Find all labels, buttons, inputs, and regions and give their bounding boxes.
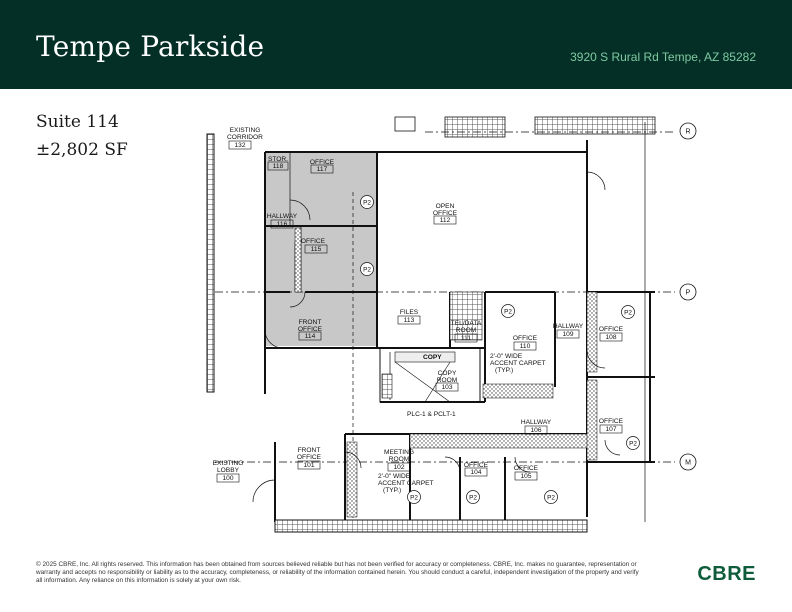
p2-marker: P2 — [469, 495, 477, 502]
room-number: 113 — [404, 317, 415, 324]
room-label: OFFICE — [310, 159, 335, 166]
property-address: 3920 S Rural Rd Tempe, AZ 85282 — [570, 50, 756, 64]
room-label: TEL/DATA — [451, 320, 482, 327]
room-label: LOBBY — [217, 467, 240, 474]
room-label: OFFICE — [433, 210, 458, 217]
room-label: OFFICE — [298, 326, 323, 333]
room-label: MEETING — [384, 449, 414, 456]
storefront-band — [274, 519, 588, 533]
p2-marker: P2 — [363, 267, 371, 274]
room-number: 112 — [440, 217, 451, 224]
room-number: 108 — [605, 334, 616, 341]
room-number: 132 — [234, 142, 245, 149]
p2-marker: P2 — [410, 495, 418, 502]
carpet-note: 2'-0" WIDE — [378, 473, 411, 480]
room-number: 101 — [303, 462, 314, 469]
room-number: 115 — [311, 246, 322, 253]
copy-label: COPY — [423, 354, 442, 361]
carpet-note: ACCENT CARPET — [378, 480, 434, 487]
grid-marker-r: R — [685, 129, 690, 136]
p2-marker: P2 — [363, 200, 371, 207]
room-number: 117 — [317, 166, 328, 173]
suite-size: ±2,802 SF — [36, 140, 128, 160]
room-label: FILES — [400, 309, 419, 316]
room-label: OFFICE — [464, 462, 489, 469]
carpet-note: 2'-0" WIDE — [490, 353, 523, 360]
room-label: ROOM — [437, 377, 458, 384]
room-number: 106 — [530, 427, 541, 434]
room-label: OPEN — [436, 203, 455, 210]
p2-marker: P2 — [547, 495, 555, 502]
header-bar: Tempe Parkside 3920 S Rural Rd Tempe, AZ… — [0, 0, 792, 89]
finish-note: PLC-1 & PCLT-1 — [407, 411, 456, 418]
carpet-note: (TYP.) — [383, 487, 401, 494]
grid-marker-p: P — [686, 290, 691, 297]
room-number: 109 — [562, 331, 573, 338]
room-number: 103 — [441, 384, 452, 391]
page-title: Tempe Parkside — [36, 30, 265, 63]
room-label: OFFICE — [514, 465, 539, 472]
room-label: ROOM — [456, 327, 477, 334]
room-number: 118 — [273, 163, 284, 170]
floor-plan: EXISTING CORRIDOR 132 STOR. 118 OFFICE 1… — [206, 116, 697, 533]
room-number: 107 — [605, 426, 616, 433]
p2-marker: P2 — [504, 309, 512, 316]
room-label: HALLWAY — [521, 419, 552, 426]
room-label: CORRIDOR — [227, 134, 263, 141]
room-number: 111 — [461, 335, 471, 342]
room-label: FRONT — [298, 447, 321, 454]
room-label: HALLWAY — [553, 323, 584, 330]
p2-marker: P2 — [624, 310, 632, 317]
exterior-wall-left — [206, 133, 215, 393]
room-label: OFFICE — [297, 454, 322, 461]
suite-name: Suite 114 — [36, 112, 119, 132]
room-label: OFFICE — [599, 418, 624, 425]
room-label: EXISTING — [230, 127, 261, 134]
carpet-note: ACCENT CARPET — [490, 360, 546, 367]
room-number: 102 — [393, 464, 404, 471]
room-label: COPY — [438, 370, 457, 377]
room-number: 100 — [222, 475, 233, 482]
suite-highlight-area — [265, 153, 377, 346]
room-label: OFFICE — [599, 326, 624, 333]
grid-marker-m: M — [685, 460, 691, 467]
room-number: 116 — [277, 221, 288, 228]
room-number: 104 — [470, 469, 481, 476]
carpet-note: (TYP.) — [495, 367, 513, 374]
cbre-logo: CBRE — [697, 563, 756, 585]
room-label: ROOM — [389, 456, 410, 463]
room-number: 105 — [520, 473, 531, 480]
p2-marker: P2 — [629, 441, 637, 448]
room-label: STOR. — [268, 156, 288, 163]
room-label: OFFICE — [513, 335, 538, 342]
room-label: EXISTING — [213, 460, 244, 467]
room-label: OFFICE — [301, 238, 326, 245]
room-number: 114 — [305, 333, 316, 340]
room-label: HALLWAY — [267, 213, 298, 220]
room-label: FRONT — [299, 319, 322, 326]
disclaimer-text: © 2025 CBRE, Inc. All rights reserved. T… — [36, 561, 639, 584]
room-number: 110 — [520, 343, 531, 350]
